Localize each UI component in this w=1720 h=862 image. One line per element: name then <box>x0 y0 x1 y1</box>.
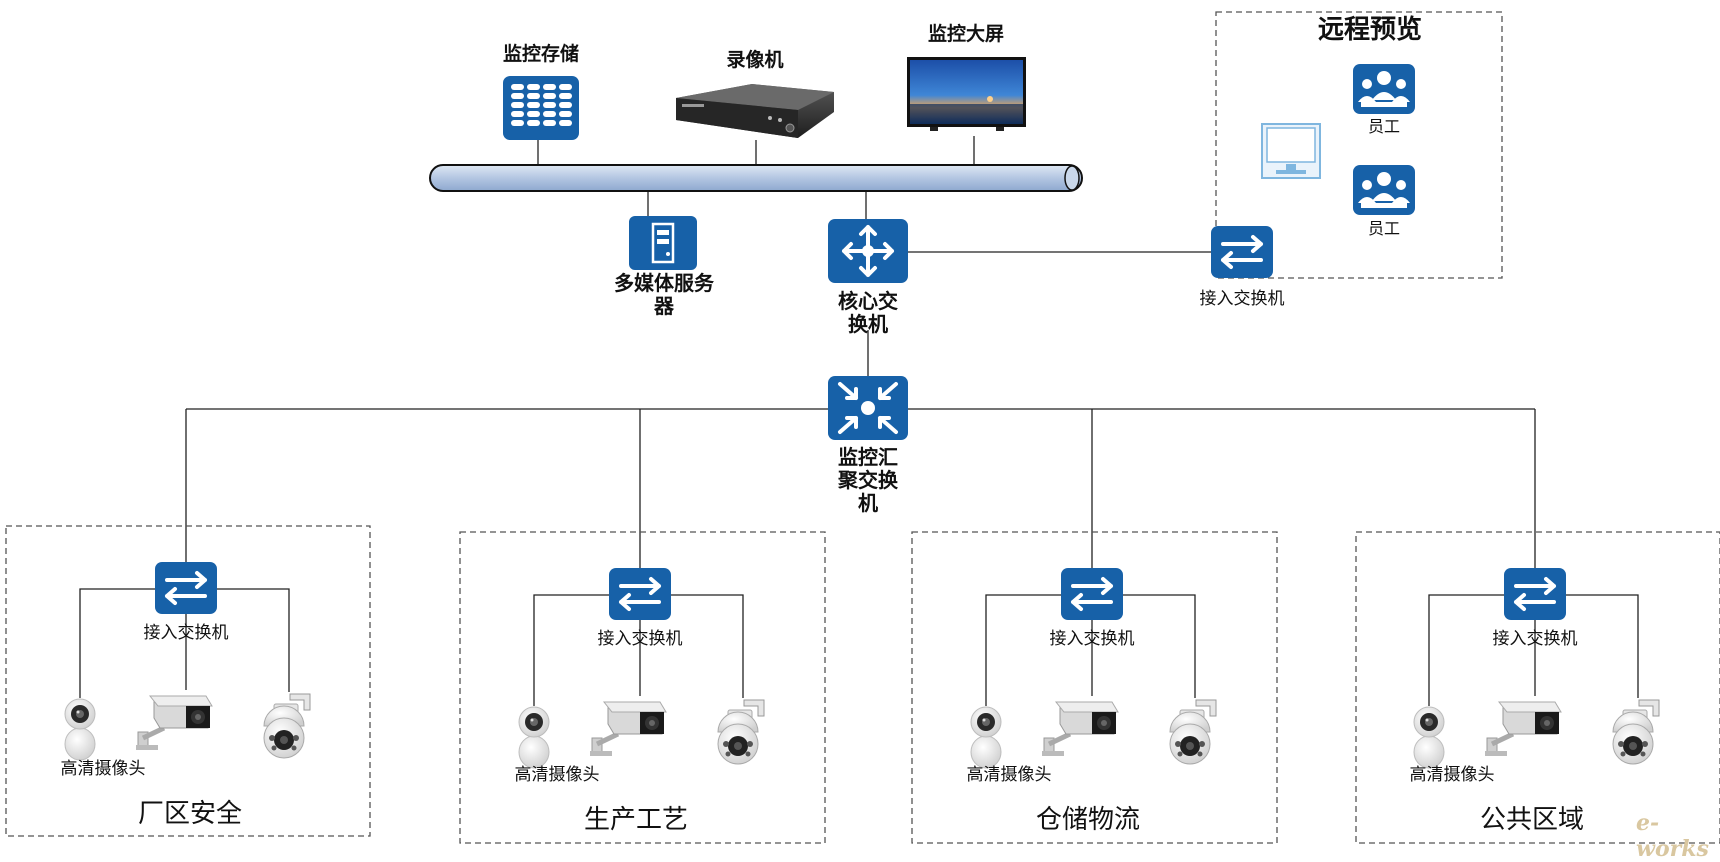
staff-icon <box>1353 64 1415 114</box>
zone4-title: 公共区域 <box>1479 805 1584 835</box>
dome-camera-icon <box>518 706 550 769</box>
zone3-switch-label: 接入交换机 <box>1049 629 1135 649</box>
zone4-switch-label: 接入交换机 <box>1492 629 1578 649</box>
desktop-monitor-icon <box>1261 123 1321 179</box>
server-icon <box>629 216 697 270</box>
zone2-access-switch-icon <box>607 566 673 622</box>
ptz-camera-icon <box>263 693 311 759</box>
dome-camera-icon <box>970 706 1002 769</box>
network-bus <box>429 164 1083 192</box>
screen-label: 监控大屏 <box>927 23 1004 45</box>
ptz-camera-icon <box>717 699 765 765</box>
aggregation-switch-icon <box>828 376 908 440</box>
bullet-camera-icon <box>1485 702 1561 756</box>
media-server-label: 多媒体服务器 <box>614 271 714 318</box>
zone1-switch-label: 接入交换机 <box>143 623 229 643</box>
bullet-camera-icon <box>1042 702 1118 756</box>
connection-lines <box>79 136 1639 706</box>
zone2-camera-label: 高清摄像头 <box>514 765 600 785</box>
core-switch-label: 核心交换机 <box>838 289 898 336</box>
zone2-switch-label: 接入交换机 <box>597 629 683 649</box>
zone4-camera-label: 高清摄像头 <box>1409 765 1495 785</box>
bullet-camera-icon <box>136 696 212 750</box>
recorder-label: 录像机 <box>726 49 784 71</box>
zone1-access-switch-icon <box>153 560 219 616</box>
nvr-icon <box>676 84 834 138</box>
ptz-camera-icon <box>1612 699 1660 765</box>
zone3-camera-label: 高清摄像头 <box>966 765 1052 785</box>
zone-boxes <box>5 11 1720 844</box>
zone1-title: 厂区安全 <box>137 799 242 829</box>
aggregation-switch-label: 监控汇聚交换机 <box>838 445 898 515</box>
zone-box-4 <box>1355 531 1720 844</box>
database-cluster-icon <box>503 76 579 140</box>
zone3-title: 仓储物流 <box>1035 805 1140 835</box>
watermark: e-works <box>1636 810 1709 862</box>
zone-box-3 <box>911 531 1278 844</box>
remote-preview-title: 远程预览 <box>1317 15 1422 45</box>
staff-icon <box>1353 165 1415 215</box>
remote-zone-box <box>1215 11 1503 279</box>
zone-box-1 <box>5 525 371 837</box>
zone4-access-switch-icon <box>1502 566 1568 622</box>
zone3-access-switch-icon <box>1059 566 1125 622</box>
dome-camera-icon <box>1413 706 1445 769</box>
core-router-icon <box>828 219 908 283</box>
staff-label: 员工 <box>1367 117 1400 136</box>
remote-access-switch-icon <box>1209 224 1275 280</box>
zone-box-2 <box>459 531 826 844</box>
ptz-camera-icon <box>1169 699 1217 765</box>
remote-switch-label: 接入交换机 <box>1199 289 1285 309</box>
bullet-camera-icon <box>590 702 666 756</box>
zone1-camera-label: 高清摄像头 <box>60 759 146 779</box>
storage-label: 监控存储 <box>502 43 579 65</box>
monitor-screen-icon <box>907 57 1026 131</box>
zone2-title: 生产工艺 <box>583 805 688 835</box>
dome-camera-icon <box>64 698 96 761</box>
staff-label: 员工 <box>1367 219 1400 238</box>
